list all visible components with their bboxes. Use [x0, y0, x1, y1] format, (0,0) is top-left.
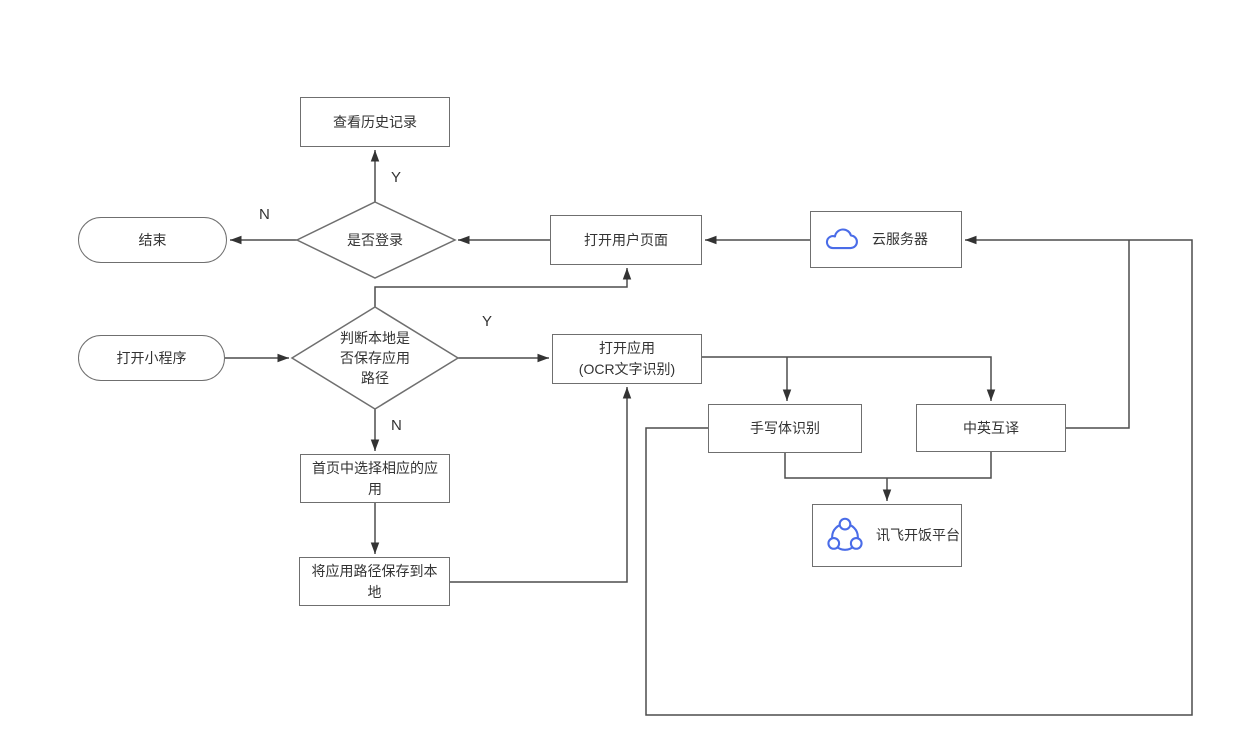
node-open-app: 打开应用 (OCR文字识别) — [552, 334, 702, 384]
node-cloud-server-label: 云服务器 — [872, 231, 928, 248]
edge-translate-to-cloud-join — [1066, 240, 1130, 429]
node-open-mini-program-label: 打开小程序 — [116, 349, 187, 366]
node-open-user-page-label: 打开用户页面 — [584, 231, 668, 248]
node-path-check-label: 判断本地是否保存应用路径 — [340, 329, 410, 387]
node-open-mini-program: 打开小程序 — [78, 335, 225, 381]
node-choose-app: 首页中选择相应的应用 — [300, 454, 450, 503]
node-end: 结束 — [78, 217, 227, 263]
edge-handwriting-to-cloud-loop — [645, 235, 1193, 716]
node-open-user-page: 打开用户页面 — [550, 215, 702, 265]
node-end-label: 结束 — [138, 231, 167, 248]
node-open-app-label: 打开应用 — [599, 340, 655, 356]
edge-label-login-yes: Y — [391, 169, 402, 186]
node-login-check-label: 是否登录 — [347, 231, 403, 248]
node-save-path-label: 将应用路径保存到本地 — [311, 563, 438, 600]
node-handwriting: 手写体识别 — [708, 404, 862, 453]
node-cloud-server: 云服务器 — [810, 211, 962, 268]
node-translate-label: 中英互译 — [963, 419, 1019, 436]
node-translate: 中英互译 — [916, 404, 1066, 452]
edge-openapp-to-translate — [702, 356, 996, 401]
edge-label-path-no: N — [391, 417, 402, 434]
node-open-app-sublabel: (OCR文字识别) — [578, 361, 676, 377]
edge-merge-handwriting-translate — [784, 452, 992, 479]
decision-login-check — [295, 201, 457, 279]
decision-path-check — [290, 306, 460, 410]
node-history: 查看历史记录 — [300, 97, 450, 147]
node-handwriting-label: 手写体识别 — [750, 420, 820, 437]
node-iflytek: 讯飞开饭平台 — [812, 504, 962, 567]
cloud-icon — [825, 228, 858, 250]
edge-label-login-no: N — [259, 206, 270, 223]
node-choose-app-label: 首页中选择相应的应用 — [312, 460, 438, 497]
edge-label-path-yes: Y — [482, 313, 493, 330]
node-save-path: 将应用路径保存到本地 — [299, 557, 450, 606]
edge-pathcheck-to-userpage — [374, 268, 632, 307]
share-network-icon — [827, 517, 863, 551]
node-history-label: 查看历史记录 — [333, 113, 417, 130]
node-iflytek-label: 讯飞开饭平台 — [876, 527, 960, 544]
edge-savepath-to-openapp — [450, 387, 632, 583]
